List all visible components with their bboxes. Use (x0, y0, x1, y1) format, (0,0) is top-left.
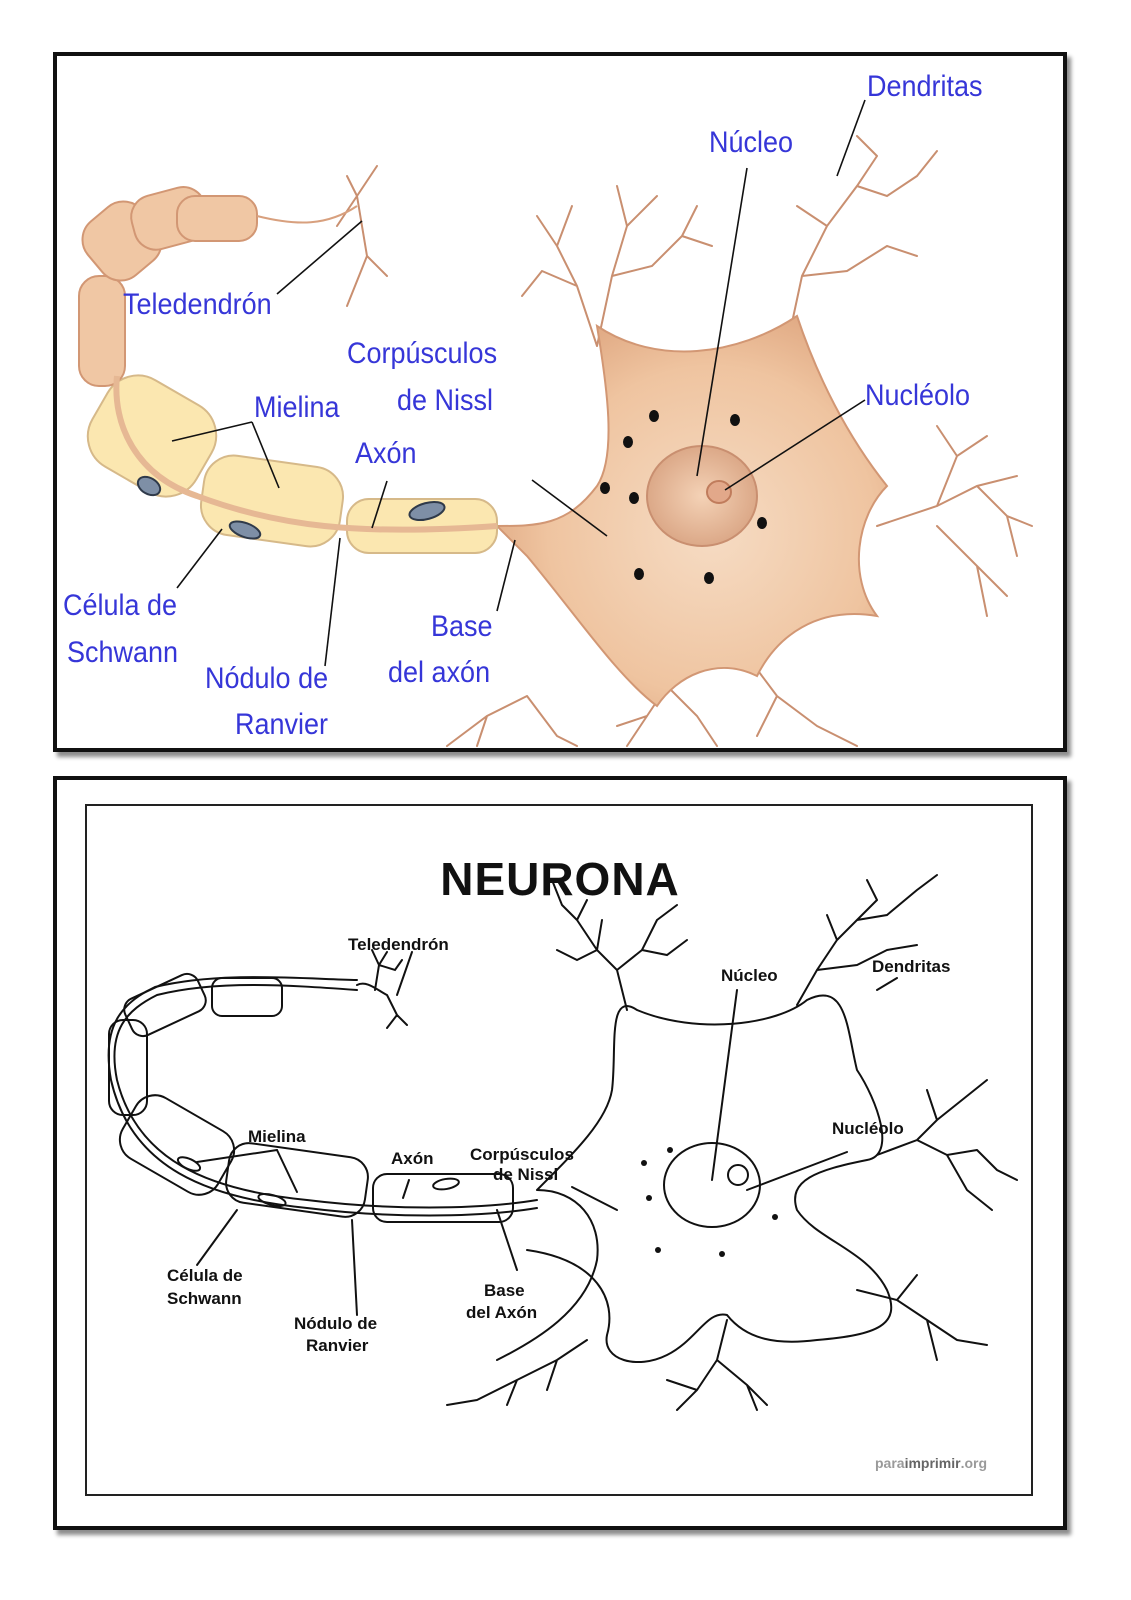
label-celula-2: Schwann (67, 636, 179, 669)
label-base-2: del axón (388, 656, 491, 689)
bw-label-mielina: Mielina (248, 1127, 306, 1146)
inner-frame (85, 804, 1033, 1496)
bw-sheath-1 (372, 1173, 514, 1223)
bw-label-celula-1: Célula de (167, 1266, 243, 1285)
bw-axon (113, 984, 538, 1209)
label-nucleo: Núcleo (709, 126, 794, 159)
bw-sheath-2 (225, 1142, 369, 1218)
upper-axon-sheaths (78, 186, 258, 387)
label-corpusculos-2: de Nissl (397, 384, 494, 417)
bw-label-nodulo-1: Nódulo de (294, 1314, 378, 1333)
bw-label-base-2: del Axón (466, 1303, 538, 1322)
bw-label-teledendron: Teledendrón (348, 935, 449, 954)
bw-label-nodulo-2: Ranvier (306, 1336, 369, 1355)
bw-soma (496, 994, 893, 1364)
label-teledendron: Teledendrón (123, 288, 272, 321)
color-neuron-drawing (78, 99, 1033, 747)
bw-label-axon: Axón (391, 1149, 434, 1168)
label-axon: Axón (355, 437, 417, 470)
bw-label-corpusculos-2: de Nissl (493, 1165, 559, 1184)
schwann-nuclei (136, 475, 446, 540)
bw-neuron-panel: NEURONA (53, 776, 1067, 1530)
label-nodulo-1: Nódulo de (205, 662, 329, 695)
bw-label-dendritas: Dendritas (872, 957, 951, 976)
bw-sheath-6 (211, 977, 283, 1017)
label-dendritas: Dendritas (867, 70, 983, 103)
bw-sheath-5 (123, 972, 207, 1038)
label-celula-1: Célula de (63, 589, 178, 622)
bw-neuron-drawing (107, 874, 1018, 1411)
label-nodulo-2: Ranvier (235, 708, 329, 741)
bw-nucleus (663, 1142, 761, 1228)
label-mielina: Mielina (254, 391, 340, 424)
dendrites (336, 135, 1033, 747)
label-base-1: Base (431, 610, 493, 643)
color-neuron-panel: Dendritas Núcleo Teledendrón Corpúsculos… (53, 52, 1067, 752)
label-nucleolo: Nucléolo (865, 379, 971, 412)
bw-label-nucleolo: Nucléolo (832, 1119, 904, 1138)
nucleolus (706, 480, 732, 504)
nucleus (646, 445, 758, 547)
watermark: paraimprimir.org (875, 1455, 988, 1471)
bw-label-nucleo: Núcleo (721, 966, 778, 985)
nissl-bodies (600, 410, 767, 584)
leader-lines (171, 99, 866, 667)
bw-nissl-bodies (641, 1147, 778, 1257)
bw-label-corpusculos-1: Corpúsculos (470, 1145, 574, 1164)
bw-nucleolus (727, 1164, 749, 1186)
label-corpusculos-1: Corpúsculos (347, 337, 498, 370)
axon (113, 375, 498, 533)
bw-label-celula-2: Schwann (167, 1289, 242, 1308)
bw-sheath-3 (118, 1094, 236, 1196)
bw-label-base-1: Base (484, 1281, 525, 1300)
